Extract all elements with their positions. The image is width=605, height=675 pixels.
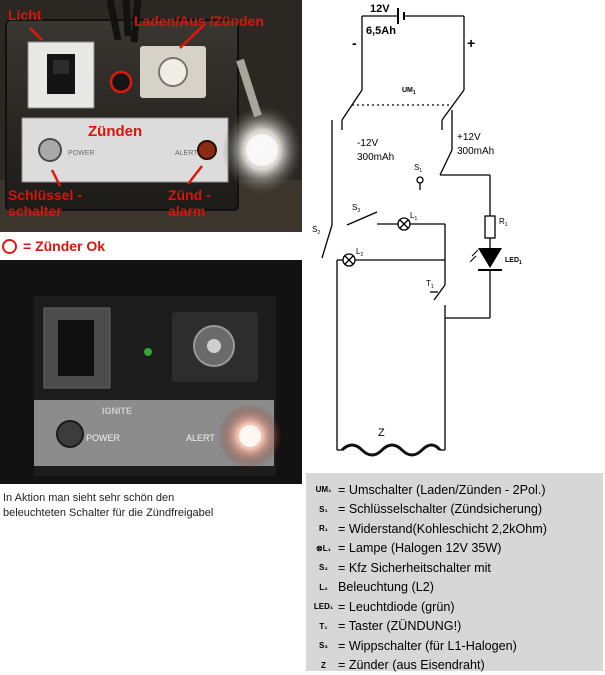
legend-text: = Taster (ZÜNDUNG!) (337, 619, 461, 633)
z-symbol: Z (310, 661, 337, 670)
legend-row: ⊗L₁= Lampe (Halogen 12V 35W) (310, 539, 603, 559)
legend-row: S₂= Kfz Sicherheitschalter mit (310, 558, 603, 578)
label-zundalarm-2: alarm (168, 204, 205, 219)
zuender-ok-note: = Zünder Ok (2, 236, 105, 256)
label-schluessel-2: schalter (8, 204, 62, 219)
um1-symbol: UM₁ (310, 485, 337, 494)
label-schluessel-1: Schlüssel - (8, 188, 82, 203)
legend-text: = Lampe (Halogen 12V 35W) (337, 541, 501, 555)
legend-text: Beleuchtung (L2) (337, 580, 434, 594)
label-licht: Licht (8, 8, 41, 23)
legend-row: UM₁= Umschalter (Laden/Zünden - 2Pol.) (310, 480, 603, 500)
alert-print: ALERT (175, 150, 198, 157)
t1-symbol: T₁ (310, 622, 337, 631)
legend-row: T₁= Taster (ZÜNDUNG!) (310, 617, 603, 637)
circuit-schematic: 12V 6,5Ah - + UM1 -12V 300mAh +12V 300mA… (302, 0, 605, 470)
legend-row: S₃= Wippschalter (für L1-Halogen) (310, 636, 603, 656)
label-plus: + (467, 35, 475, 51)
red-ring-icon (2, 239, 17, 254)
schematic-wires (322, 8, 495, 450)
label-l1: L1 (410, 211, 417, 222)
label-l2: L2 (356, 247, 363, 258)
l2-symbol: L₂ (310, 583, 337, 592)
label-led1: LED1 (505, 257, 522, 266)
legend-row: Z= Zünder (aus Eisendraht) (310, 656, 603, 675)
ignite-print: IGNITE (102, 406, 132, 416)
label-battery-voltage: 12V (370, 3, 390, 15)
led-symbol: LED₁ (310, 602, 337, 611)
component-legend: UM₁= Umschalter (Laden/Zünden - 2Pol.) S… (306, 473, 603, 671)
lamp-symbol: ⊗L₁ (310, 544, 337, 553)
legend-text: = Kfz Sicherheitschalter mit (337, 561, 491, 575)
label-neg12-ma: 300mAh (357, 152, 394, 163)
label-minus: - (352, 35, 357, 51)
legend-text: = Widerstand(Kohleschicht 2,2kOhm) (337, 522, 547, 536)
legend-text: = Umschalter (Laden/Zünden - 2Pol.) (337, 483, 546, 497)
photo-panel-action: IGNITE POWER ALERT (0, 260, 302, 484)
zuender-wire (342, 445, 440, 455)
power-print: POWER (68, 150, 94, 157)
label-s2: S2 (312, 225, 320, 236)
label-r1: R1 (499, 217, 508, 228)
legend-row: LED₁= Leuchtdiode (grün) (310, 597, 603, 617)
label-pos12-ma: 300mAh (457, 146, 494, 157)
label-zuenden: Zünden (88, 124, 142, 139)
label-neg12v: -12V (357, 138, 378, 149)
label-zundalarm-1: Zünd - (168, 188, 211, 203)
label-s1: S1 (414, 163, 422, 174)
legend-text: = Schlüsselschalter (Zündsicherung) (337, 502, 542, 516)
caption-line-2: beleuchteten Schalter für die Zündfreiga… (3, 506, 301, 521)
label-battery-capacity: 6,5Ah (366, 25, 396, 37)
label-pos12v: +12V (457, 132, 481, 143)
zuender-ok-text: = Zünder Ok (23, 238, 105, 254)
s2-symbol: S₂ (310, 563, 337, 572)
caption-line-1: In Aktion man sieht sehr schön den (3, 491, 301, 506)
led-green-icon (144, 348, 152, 356)
label-z: Z (378, 427, 385, 439)
legend-text: = Wippschalter (für L1-Halogen) (337, 639, 517, 653)
alert-print-2: ALERT (186, 433, 215, 443)
s1-symbol: S₁ (310, 505, 337, 514)
label-t1: T1 (426, 279, 434, 290)
photo-caption: In Aktion man sieht sehr schön den beleu… (3, 491, 301, 521)
s3-symbol: S₃ (310, 641, 337, 650)
label-s3: S3 (352, 203, 360, 214)
legend-text: = Zünder (aus Eisendraht) (337, 658, 485, 672)
r1-symbol: R₁ (310, 524, 337, 533)
legend-row: S₁= Schlüsselschalter (Zündsicherung) (310, 500, 603, 520)
legend-row: R₁= Widerstand(Kohleschicht 2,2kOhm) (310, 519, 603, 539)
photo-panel-closeup: POWER ALERT Licht Laden/Aus /Zünden Zünd… (0, 0, 302, 232)
label-laden-aus-zuenden: Laden/Aus /Zünden (134, 14, 264, 29)
power-print-2: POWER (86, 433, 121, 443)
legend-text: = Leuchtdiode (grün) (337, 600, 455, 614)
label-um1: UM1 (402, 87, 416, 96)
led-diode-symbol (470, 248, 502, 270)
photo-action-drawing: IGNITE POWER ALERT (0, 260, 302, 484)
